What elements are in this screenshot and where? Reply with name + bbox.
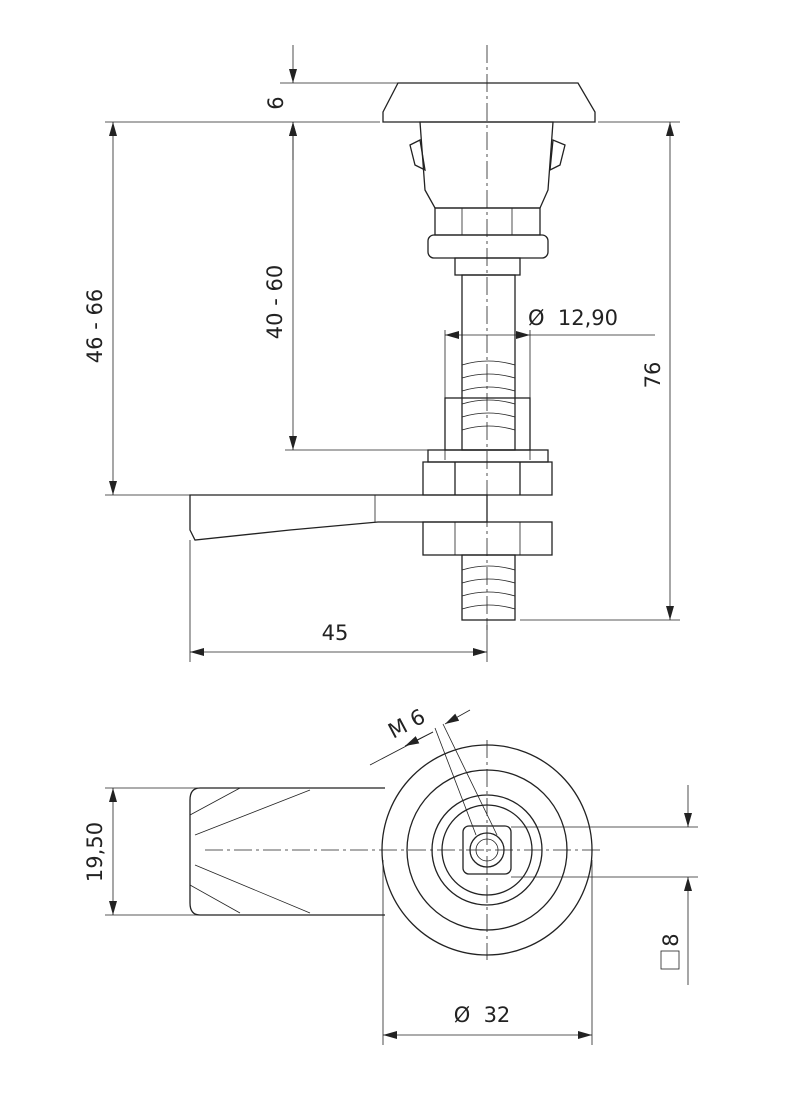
dim-square: 8 — [659, 933, 683, 946]
dim-lever-width: 19,50 — [83, 822, 107, 882]
side-view-dimensions — [105, 45, 680, 662]
dim-clamp-range: 40 - 60 — [263, 265, 287, 339]
dim-body-diameter: Ø 32 — [454, 1003, 511, 1027]
side-view-part — [189, 45, 596, 630]
dim-cap-height: 6 — [264, 96, 288, 109]
dim-total-length: 76 — [641, 362, 665, 389]
dim-spring-diameter: Ø 12,90 — [528, 306, 618, 330]
dim-grip-range: 46 - 66 — [83, 289, 107, 363]
top-view-dimensions — [105, 709, 698, 1045]
top-view-part — [189, 740, 600, 960]
dim-lever-length: 45 — [322, 621, 349, 645]
